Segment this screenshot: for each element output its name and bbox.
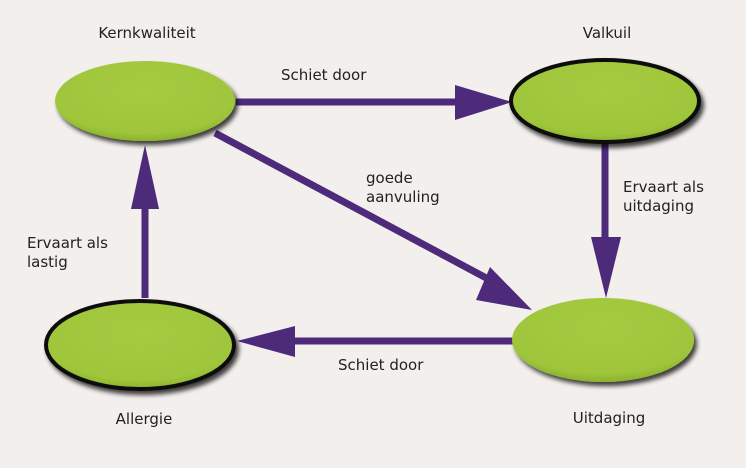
edge-valkuil-uitdaging (591, 140, 621, 298)
node-uitdaging[interactable] (512, 298, 694, 382)
edge-label-kernkwaliteit-valkuil: Schiet door (281, 66, 367, 84)
edge-uitdaging-allergie (237, 326, 513, 357)
arrowhead-icon (131, 145, 159, 209)
edge-kernkwaliteit-uitdaging (213, 129, 532, 310)
node-label-valkuil: Valkuil (582, 24, 632, 42)
node-label-allergie: Allergie (115, 410, 173, 428)
edge-allergie-kernkwaliteit (131, 145, 159, 298)
edge-label-uitdaging-allergie: Schiet door (338, 356, 424, 374)
edge-label-kernkwaliteit-uitdaging: goede aanvuling (366, 169, 440, 206)
edge-kernkwaliteit-valkuil (236, 85, 512, 120)
arrowhead-icon (476, 267, 532, 310)
node-kernkwaliteit[interactable] (55, 61, 235, 141)
arrowhead-icon (591, 237, 621, 298)
edge-label-allergie-kernkwaliteit: Ervaart als lastig (27, 234, 108, 271)
arrowhead-icon (237, 326, 295, 357)
arrow-shaft (213, 129, 492, 284)
edge-label-valkuil-uitdaging: Ervaart als uitdaging (623, 178, 704, 215)
node-valkuil[interactable] (509, 58, 701, 144)
node-label-uitdaging: Uitdaging (572, 409, 646, 427)
node-label-kernkwaliteit: Kernkwaliteit (98, 24, 196, 42)
arrowhead-icon (455, 85, 512, 120)
node-allergie[interactable] (44, 299, 236, 391)
